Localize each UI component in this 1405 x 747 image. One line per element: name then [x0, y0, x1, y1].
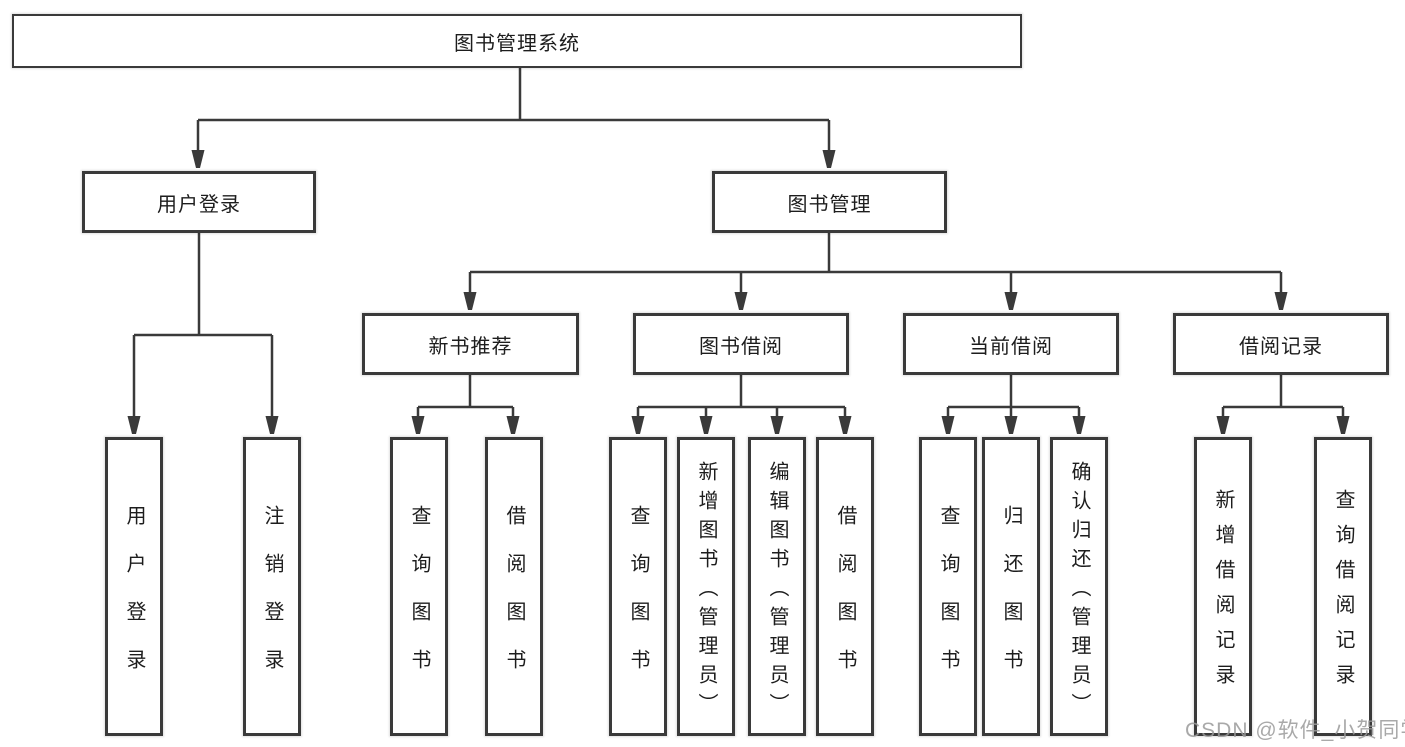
watermark: CSDN @软件_小贺同学 — [1185, 719, 1405, 742]
node-book-management: 图书管理 — [712, 171, 947, 233]
node-book-borrowing-label: 图书借阅 — [699, 335, 783, 358]
leaf-confirm-return-admin-label: 确认归还（管理员） — [1068, 460, 1090, 722]
leaf-logout-label: 注销登录 — [261, 504, 283, 697]
leaf-add-book-admin-label: 新增图书（管理员） — [695, 460, 717, 722]
leaf-query-borrow-record-label: 查询借阅记录 — [1332, 489, 1354, 699]
node-library-system: 图书管理系统 — [12, 14, 1022, 68]
node-user-login: 用户登录 — [82, 171, 316, 233]
leaf-return-book: 归还图书 — [982, 437, 1040, 736]
leaf-borrow-book-1: 借阅图书 — [485, 437, 543, 736]
node-borrow-records-label: 借阅记录 — [1239, 335, 1323, 358]
leaf-logout: 注销登录 — [243, 437, 301, 736]
leaf-add-borrow-record-label: 新增借阅记录 — [1212, 489, 1234, 699]
node-library-system-label: 图书管理系统 — [454, 32, 580, 55]
node-book-borrowing: 图书借阅 — [633, 313, 849, 375]
node-book-management-label: 图书管理 — [787, 193, 872, 216]
leaf-add-book-admin: 新增图书（管理员） — [677, 437, 735, 736]
leaf-query-book-1: 查询图书 — [390, 437, 448, 736]
leaf-confirm-return-admin: 确认归还（管理员） — [1050, 437, 1108, 736]
leaf-query-book-2: 查询图书 — [609, 437, 667, 736]
leaf-user-login-label: 用户登录 — [123, 504, 145, 697]
leaf-edit-book-admin-label: 编辑图书（管理员） — [766, 460, 788, 722]
leaf-query-book-2-label: 查询图书 — [627, 504, 649, 697]
leaf-query-book-1-label: 查询图书 — [408, 504, 430, 697]
leaf-borrow-book-2: 借阅图书 — [816, 437, 874, 736]
leaf-user-login: 用户登录 — [105, 437, 163, 736]
leaf-edit-book-admin: 编辑图书（管理员） — [748, 437, 806, 736]
leaf-query-borrow-record: 查询借阅记录 — [1314, 437, 1372, 736]
leaf-add-borrow-record: 新增借阅记录 — [1194, 437, 1252, 736]
node-current-borrowing-label: 当前借阅 — [969, 335, 1053, 358]
node-new-book-recommend-label: 新书推荐 — [428, 335, 513, 358]
leaf-return-book-label: 归还图书 — [1000, 504, 1022, 697]
node-user-login-label: 用户登录 — [157, 193, 241, 216]
leaf-query-book-3: 查询图书 — [919, 437, 977, 736]
node-borrow-records: 借阅记录 — [1173, 313, 1389, 375]
leaf-borrow-book-1-label: 借阅图书 — [503, 504, 525, 697]
leaf-borrow-book-2-label: 借阅图书 — [834, 504, 856, 697]
leaf-query-book-3-label: 查询图书 — [937, 504, 959, 697]
node-new-book-recommend: 新书推荐 — [362, 313, 579, 375]
node-current-borrowing: 当前借阅 — [903, 313, 1119, 375]
